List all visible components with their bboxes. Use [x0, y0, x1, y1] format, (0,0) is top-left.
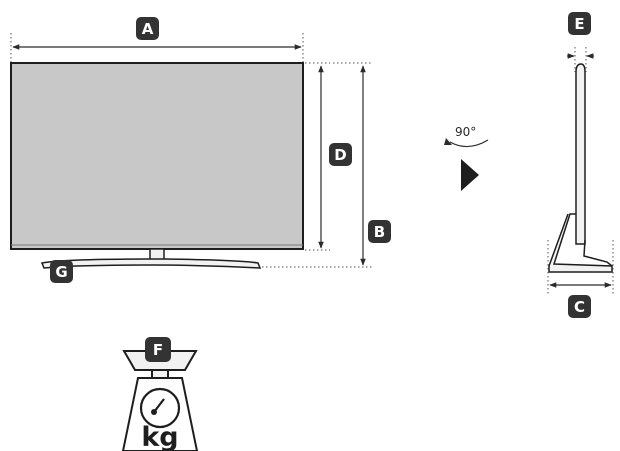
tv-stand [40, 248, 262, 269]
badge-a-label: A [142, 20, 154, 38]
play-arrow-icon [461, 159, 479, 191]
badge-d: D [329, 143, 352, 166]
badge-f: F [145, 337, 171, 362]
tv-side-view [548, 63, 613, 273]
dimension-depth-without-stand [567, 47, 594, 72]
rotation-note: 90° [455, 125, 476, 139]
badge-e: E [568, 12, 591, 35]
badge-b-label: B [374, 223, 385, 241]
tv-side-panel [575, 63, 586, 245]
badge-c-label: C [574, 298, 585, 316]
dimension-height-with-stand [262, 62, 372, 268]
rotation-indicator: 90° [444, 125, 489, 191]
tv-screen [10, 62, 304, 250]
dimension-width [10, 33, 304, 62]
badge-e-label: E [574, 15, 584, 33]
badge-b: B [368, 220, 391, 243]
tv-front-view [10, 62, 304, 269]
badge-d-label: D [334, 146, 346, 164]
weight-scale-icon: kg [121, 350, 199, 451]
badge-g: G [50, 260, 73, 283]
dimension-height-without-stand [305, 62, 330, 251]
dimension-depth-with-stand [547, 240, 614, 294]
tv-side-stand [548, 213, 613, 273]
scale-dial [139, 387, 181, 429]
rotation-arrow-icon [449, 139, 489, 148]
badge-f-label: F [153, 341, 163, 359]
badge-g-label: G [55, 263, 67, 281]
weight-unit: kg [141, 422, 178, 451]
badge-c: C [568, 295, 591, 318]
badge-a: A [136, 17, 159, 40]
